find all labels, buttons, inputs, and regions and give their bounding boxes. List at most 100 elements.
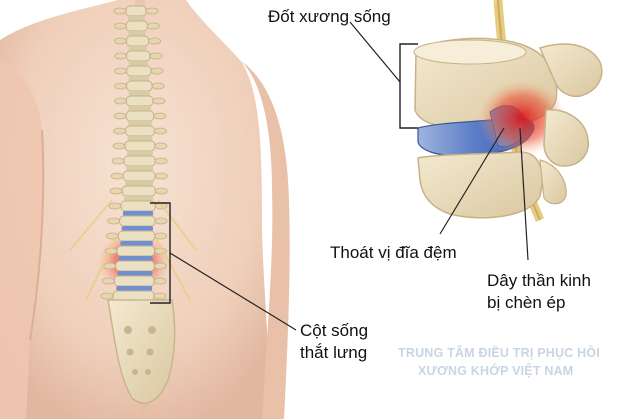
vertebra xyxy=(126,65,152,77)
transverse-process xyxy=(113,7,127,15)
transverse-process xyxy=(153,127,167,135)
arm-right xyxy=(240,60,290,419)
vertebra xyxy=(113,275,155,287)
nerve-pointer xyxy=(519,127,529,261)
upper-process xyxy=(538,43,603,98)
label-lumbar-line1: Cột sống xyxy=(300,321,369,340)
sacrum xyxy=(107,299,176,404)
transverse-process xyxy=(154,217,168,225)
spinal-disc xyxy=(128,91,151,96)
label-nerve-line1: Dây thần kinh xyxy=(487,271,591,290)
transverse-process xyxy=(154,232,168,240)
transverse-process xyxy=(113,112,127,120)
transverse-process xyxy=(153,112,167,120)
label-lumbar-line2: thắt lưng xyxy=(300,343,368,362)
spinal-disc xyxy=(120,241,153,246)
transverse-process xyxy=(107,217,121,225)
lower-process xyxy=(543,109,589,167)
spinal-disc xyxy=(128,76,150,81)
disc-pointer xyxy=(439,127,505,235)
spinal-disc xyxy=(122,211,154,216)
transverse-process xyxy=(145,7,159,15)
transverse-process xyxy=(112,142,126,150)
label-herniated-disc: Thoát vị đĩa đệm xyxy=(330,243,457,262)
transverse-process xyxy=(150,67,164,75)
transverse-process xyxy=(146,22,160,30)
lumbar-pointer xyxy=(169,252,297,331)
spinal-disc xyxy=(125,181,154,186)
spinal-disc xyxy=(118,256,153,261)
transverse-process xyxy=(105,232,119,240)
vertebra xyxy=(117,230,156,242)
vertebra xyxy=(119,215,156,227)
vertebra xyxy=(124,140,156,152)
spinal-disc xyxy=(128,61,148,66)
spinal-nerve xyxy=(85,237,117,301)
transverse-process xyxy=(151,82,165,90)
transverse-process xyxy=(154,142,168,150)
spinal-disc xyxy=(128,106,152,111)
transverse-process xyxy=(113,22,127,30)
vertebra xyxy=(125,110,155,122)
watermark-line1: TRUNG TÂM ĐIỀU TRỊ PHỤC HỒI xyxy=(398,346,600,360)
transverse-process xyxy=(114,37,127,45)
transverse-process xyxy=(111,157,125,165)
transverse-process xyxy=(153,292,167,300)
transverse-process xyxy=(108,202,122,210)
transverse-process xyxy=(148,37,162,45)
lower-vertebra xyxy=(417,151,543,219)
vertebra xyxy=(126,80,153,92)
transverse-process xyxy=(154,157,168,165)
vertebra xyxy=(125,35,150,47)
spinal-nerve xyxy=(155,237,191,301)
spinal-disc xyxy=(128,46,147,51)
transverse-process xyxy=(109,187,123,195)
transverse-process xyxy=(152,97,166,105)
vertebra xyxy=(122,170,156,182)
vertebra xyxy=(116,245,156,257)
label-vertebra: Đốt xương sống xyxy=(268,7,391,26)
spinal-disc xyxy=(127,136,153,141)
spinal-disc xyxy=(126,151,153,156)
spinal-disc xyxy=(124,196,154,201)
spinal-disc xyxy=(116,286,153,291)
vertebra xyxy=(123,155,156,167)
vertebra xyxy=(126,50,151,62)
transverse-process xyxy=(154,187,168,195)
transverse-process xyxy=(113,127,126,135)
vertebra xyxy=(115,260,155,272)
watermark-line2: XƯƠNG KHỚP VIỆT NAM xyxy=(418,364,574,378)
transverse-process xyxy=(154,172,168,180)
transverse-process xyxy=(153,277,167,285)
transverse-process xyxy=(100,292,114,300)
spinal-nerve xyxy=(69,199,113,251)
transverse-process xyxy=(153,262,167,270)
transverse-process xyxy=(114,67,128,75)
spinal-disc xyxy=(117,271,153,276)
vertebra-pointer xyxy=(349,21,401,83)
vertebra xyxy=(121,185,156,197)
transverse-process xyxy=(114,82,128,90)
spinal-disc xyxy=(128,31,146,36)
transverse-process xyxy=(149,52,163,60)
vertebra xyxy=(125,125,155,137)
vertebra xyxy=(125,5,147,17)
vertebra xyxy=(125,95,154,107)
vertebra xyxy=(125,20,148,32)
label-nerve-line2: bị chèn ép xyxy=(487,293,566,312)
vertebra-bracket xyxy=(399,43,418,129)
spinal-disc xyxy=(121,226,154,231)
transverse-process xyxy=(103,262,117,270)
arm xyxy=(0,60,44,419)
transverse-process xyxy=(110,172,124,180)
spinal-nerve xyxy=(157,199,197,251)
spinal-disc xyxy=(128,121,152,126)
spinal-disc xyxy=(126,166,154,171)
spine xyxy=(69,5,197,302)
transverse-process xyxy=(101,277,115,285)
transverse-process xyxy=(114,52,128,60)
spinal-disc xyxy=(128,16,144,21)
transverse-process xyxy=(114,97,127,105)
